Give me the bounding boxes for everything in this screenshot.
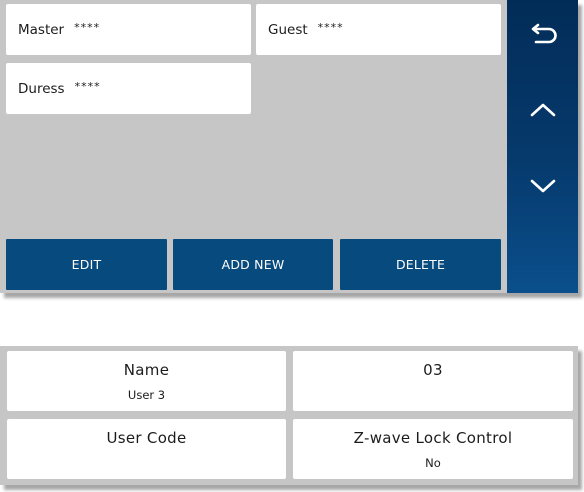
name-label: Name [7,361,286,379]
user-code-label: Master [18,22,64,38]
user-code-mask: **** [74,21,100,34]
zwave-lock-control-value: No [293,456,573,470]
delete-button[interactable]: DELETE [340,239,501,290]
user-code-item-duress[interactable]: Duress **** [6,63,251,114]
add-new-button[interactable]: ADD NEW [173,239,333,290]
name-field[interactable]: Name User 3 [7,351,286,411]
back-button[interactable] [507,10,578,62]
chevron-down-icon [528,176,558,196]
user-code-label: Duress [18,81,65,97]
user-code-mask: **** [318,21,344,34]
name-value: User 3 [7,388,286,402]
user-detail-screen: Name User 3 03 User Code Z-wave Lock Con… [0,346,578,485]
zwave-lock-control-label: Z-wave Lock Control [293,429,573,447]
return-arrow-icon [528,23,558,49]
user-code-label: Guest [268,22,308,38]
user-code-field[interactable]: User Code [7,419,286,479]
user-number-value: 03 [293,361,573,379]
user-code-mask: **** [75,80,101,93]
scroll-up-button[interactable] [507,84,578,136]
user-code-item-master[interactable]: Master **** [6,4,251,55]
user-number-field[interactable]: 03 [293,351,573,411]
nav-sidebar [507,0,578,293]
user-code-item-guest[interactable]: Guest **** [256,4,501,55]
scroll-down-button[interactable] [507,160,578,212]
zwave-lock-control-field[interactable]: Z-wave Lock Control No [293,419,573,479]
user-code-label: User Code [7,429,286,447]
user-codes-screen: Master **** Guest **** Duress **** EDIT … [0,0,578,293]
chevron-up-icon [528,100,558,120]
edit-button[interactable]: EDIT [6,239,167,290]
